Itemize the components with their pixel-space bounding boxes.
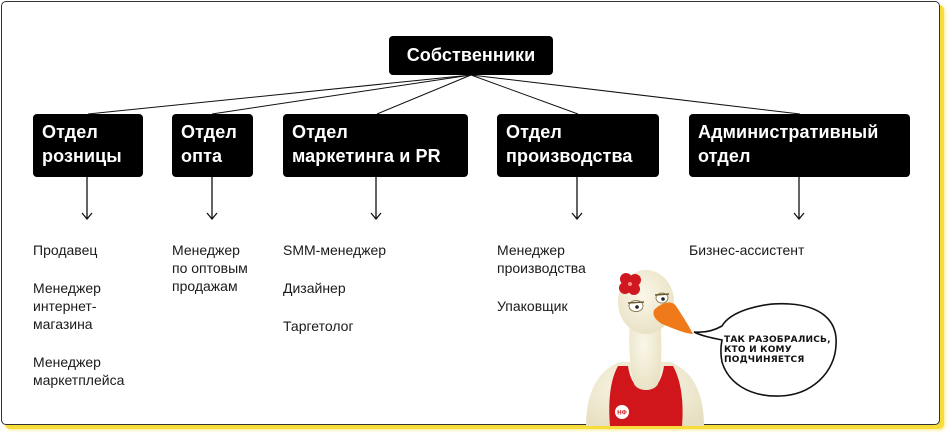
dept-name-line: опта: [181, 146, 223, 166]
role-line: Бизнес-ассистент: [689, 242, 805, 258]
dept-name-line: Отдел: [181, 122, 237, 142]
dept-name-line: Отдел: [506, 122, 562, 142]
role-line: маркетплейса: [33, 372, 125, 388]
dept-box-retail: Отдел розницы: [33, 114, 143, 177]
roles-list-marketing: SMM-менеджер Дизайнер Таргетолог: [283, 241, 386, 355]
role-line: Упаковщик: [497, 298, 568, 314]
role-item: Менеджер по оптовым продажам: [172, 241, 248, 295]
role-line: по оптовым: [172, 260, 248, 276]
role-line: Таргетолог: [283, 318, 354, 334]
dept-name-line: отдел: [698, 146, 751, 166]
role-item: Бизнес-ассистент: [689, 241, 804, 259]
dept-name-line: Отдел: [292, 122, 348, 142]
badge-text: НФ: [617, 411, 626, 417]
beak: [653, 302, 693, 334]
role-line: Менеджер: [33, 354, 101, 370]
role-line: Менеджер: [33, 280, 101, 296]
speech-line: ТАК РАЗОБРАЛИСЬ,: [724, 335, 831, 345]
role-line: продажам: [172, 278, 238, 294]
goose-mascot-illustration: НФ: [586, 270, 704, 426]
dept-box-marketing: Отдел маркетинга и PR: [283, 114, 468, 177]
role-item: Продавец: [33, 241, 124, 259]
speech-bubble-text: ТАК РАЗОБРАЛИСЬ, КТО И КОМУ ПОДЧИНЯЕТСЯ: [724, 335, 831, 365]
speech-line: ПОДЧИНЯЕТСЯ: [724, 355, 805, 365]
role-line: магазина: [33, 316, 93, 332]
role-line: Дизайнер: [283, 280, 346, 296]
flower-icon: [619, 273, 641, 295]
role-item: Менеджер интернет- магазина: [33, 279, 124, 333]
role-item: Менеджер маркетплейса: [33, 353, 124, 389]
role-line: интернет-: [33, 298, 97, 314]
role-item: Упаковщик: [497, 297, 586, 315]
dept-box-production: Отдел производства: [497, 114, 659, 177]
role-item: Менеджер производства: [497, 241, 586, 277]
speech-line: КТО И КОМУ: [724, 345, 792, 355]
roles-list-wholesale: Менеджер по оптовым продажам: [172, 241, 248, 315]
dept-name-line: Отдел: [42, 122, 98, 142]
role-item: Таргетолог: [283, 317, 386, 335]
role-line: Менеджер: [497, 242, 565, 258]
role-item: SMM-менеджер: [283, 241, 386, 259]
roles-list-retail: Продавец Менеджер интернет- магазина Мен…: [33, 241, 124, 409]
role-line: Менеджер: [172, 242, 240, 258]
dept-name-line: маркетинга и PR: [292, 146, 441, 166]
roles-list-production: Менеджер производства Упаковщик: [497, 241, 586, 335]
role-item: Дизайнер: [283, 279, 386, 297]
dept-name-line: розницы: [42, 146, 122, 166]
owners-label: Собственники: [406, 45, 536, 65]
dept-name-line: Административный: [698, 122, 879, 142]
dept-box-wholesale: Отдел опта: [172, 114, 253, 177]
dept-name-line: производства: [506, 146, 633, 166]
dept-box-admin: Административный отдел: [689, 114, 910, 177]
role-line: Продавец: [33, 242, 98, 258]
role-line: производства: [497, 260, 586, 276]
roles-list-admin: Бизнес-ассистент: [689, 241, 804, 279]
role-line: SMM-менеджер: [283, 242, 387, 258]
owners-box: Собственники: [389, 36, 553, 75]
badge-icon: [615, 405, 629, 419]
